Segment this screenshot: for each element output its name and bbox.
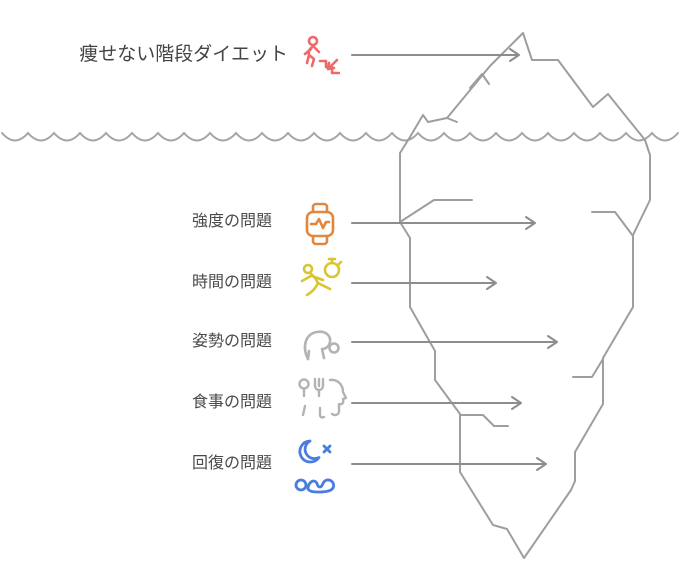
arrow-meal [351,396,522,410]
row-label-time: 時間の問題 [191,274,272,291]
iceberg-body [399,32,651,559]
arrow-intensity [351,216,536,230]
runner-stopwatch-icon [297,257,343,305]
meal-face-icon [296,375,348,427]
iceberg-facet [399,199,473,223]
row-label-intensity: 強度の問題 [191,213,272,230]
iceberg-facet [572,358,604,378]
arrow-time [351,276,497,290]
row-label-meal: 食事の問題 [191,394,272,411]
row-label-posture: 姿勢の問題 [191,333,272,350]
row-label-recovery: 回復の問題 [191,455,272,472]
waterline-waves [1,131,679,142]
arrow-title [351,48,520,62]
heart-rate-watch-icon [300,200,340,248]
bent-posture-icon [296,321,342,363]
stairs-descent-icon [296,35,340,81]
iceberg-facet [591,211,634,237]
iceberg-facet [446,117,458,123]
iceberg-facet [469,73,490,89]
arrow-posture [351,335,558,349]
sleep-recovery-icon [293,438,347,496]
iceberg-outline [399,32,651,559]
connector-arrows [351,48,558,471]
title-label: 痩せない階段ダイエット [79,44,288,65]
arrow-recovery [351,457,547,471]
iceberg-facet [459,414,509,427]
